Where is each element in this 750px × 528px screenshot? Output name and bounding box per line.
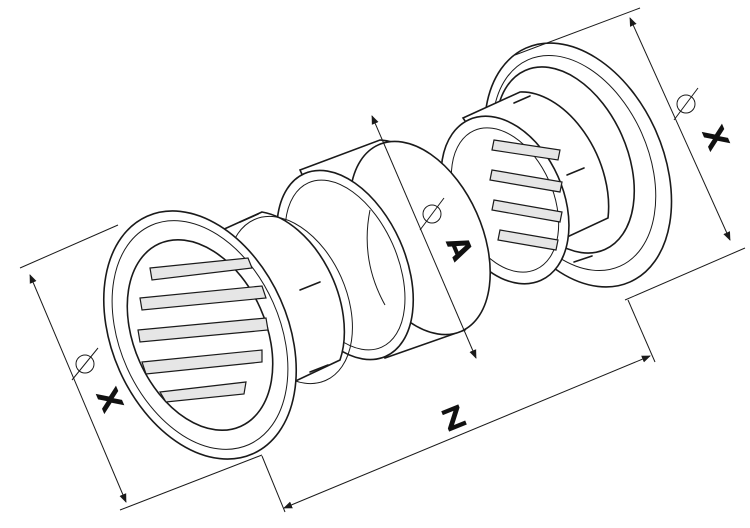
right-louvres [489,139,563,251]
left-louvres [137,257,269,403]
left-grille-part [102,210,353,460]
diameter-icon [419,197,445,231]
dimension-right-x: X [514,7,746,301]
label-total-z: Z [438,399,471,440]
label-left-x: X [88,383,129,418]
label-right-x: X [694,121,735,156]
diameter-icon [71,347,99,381]
diameter-icon [673,87,699,121]
